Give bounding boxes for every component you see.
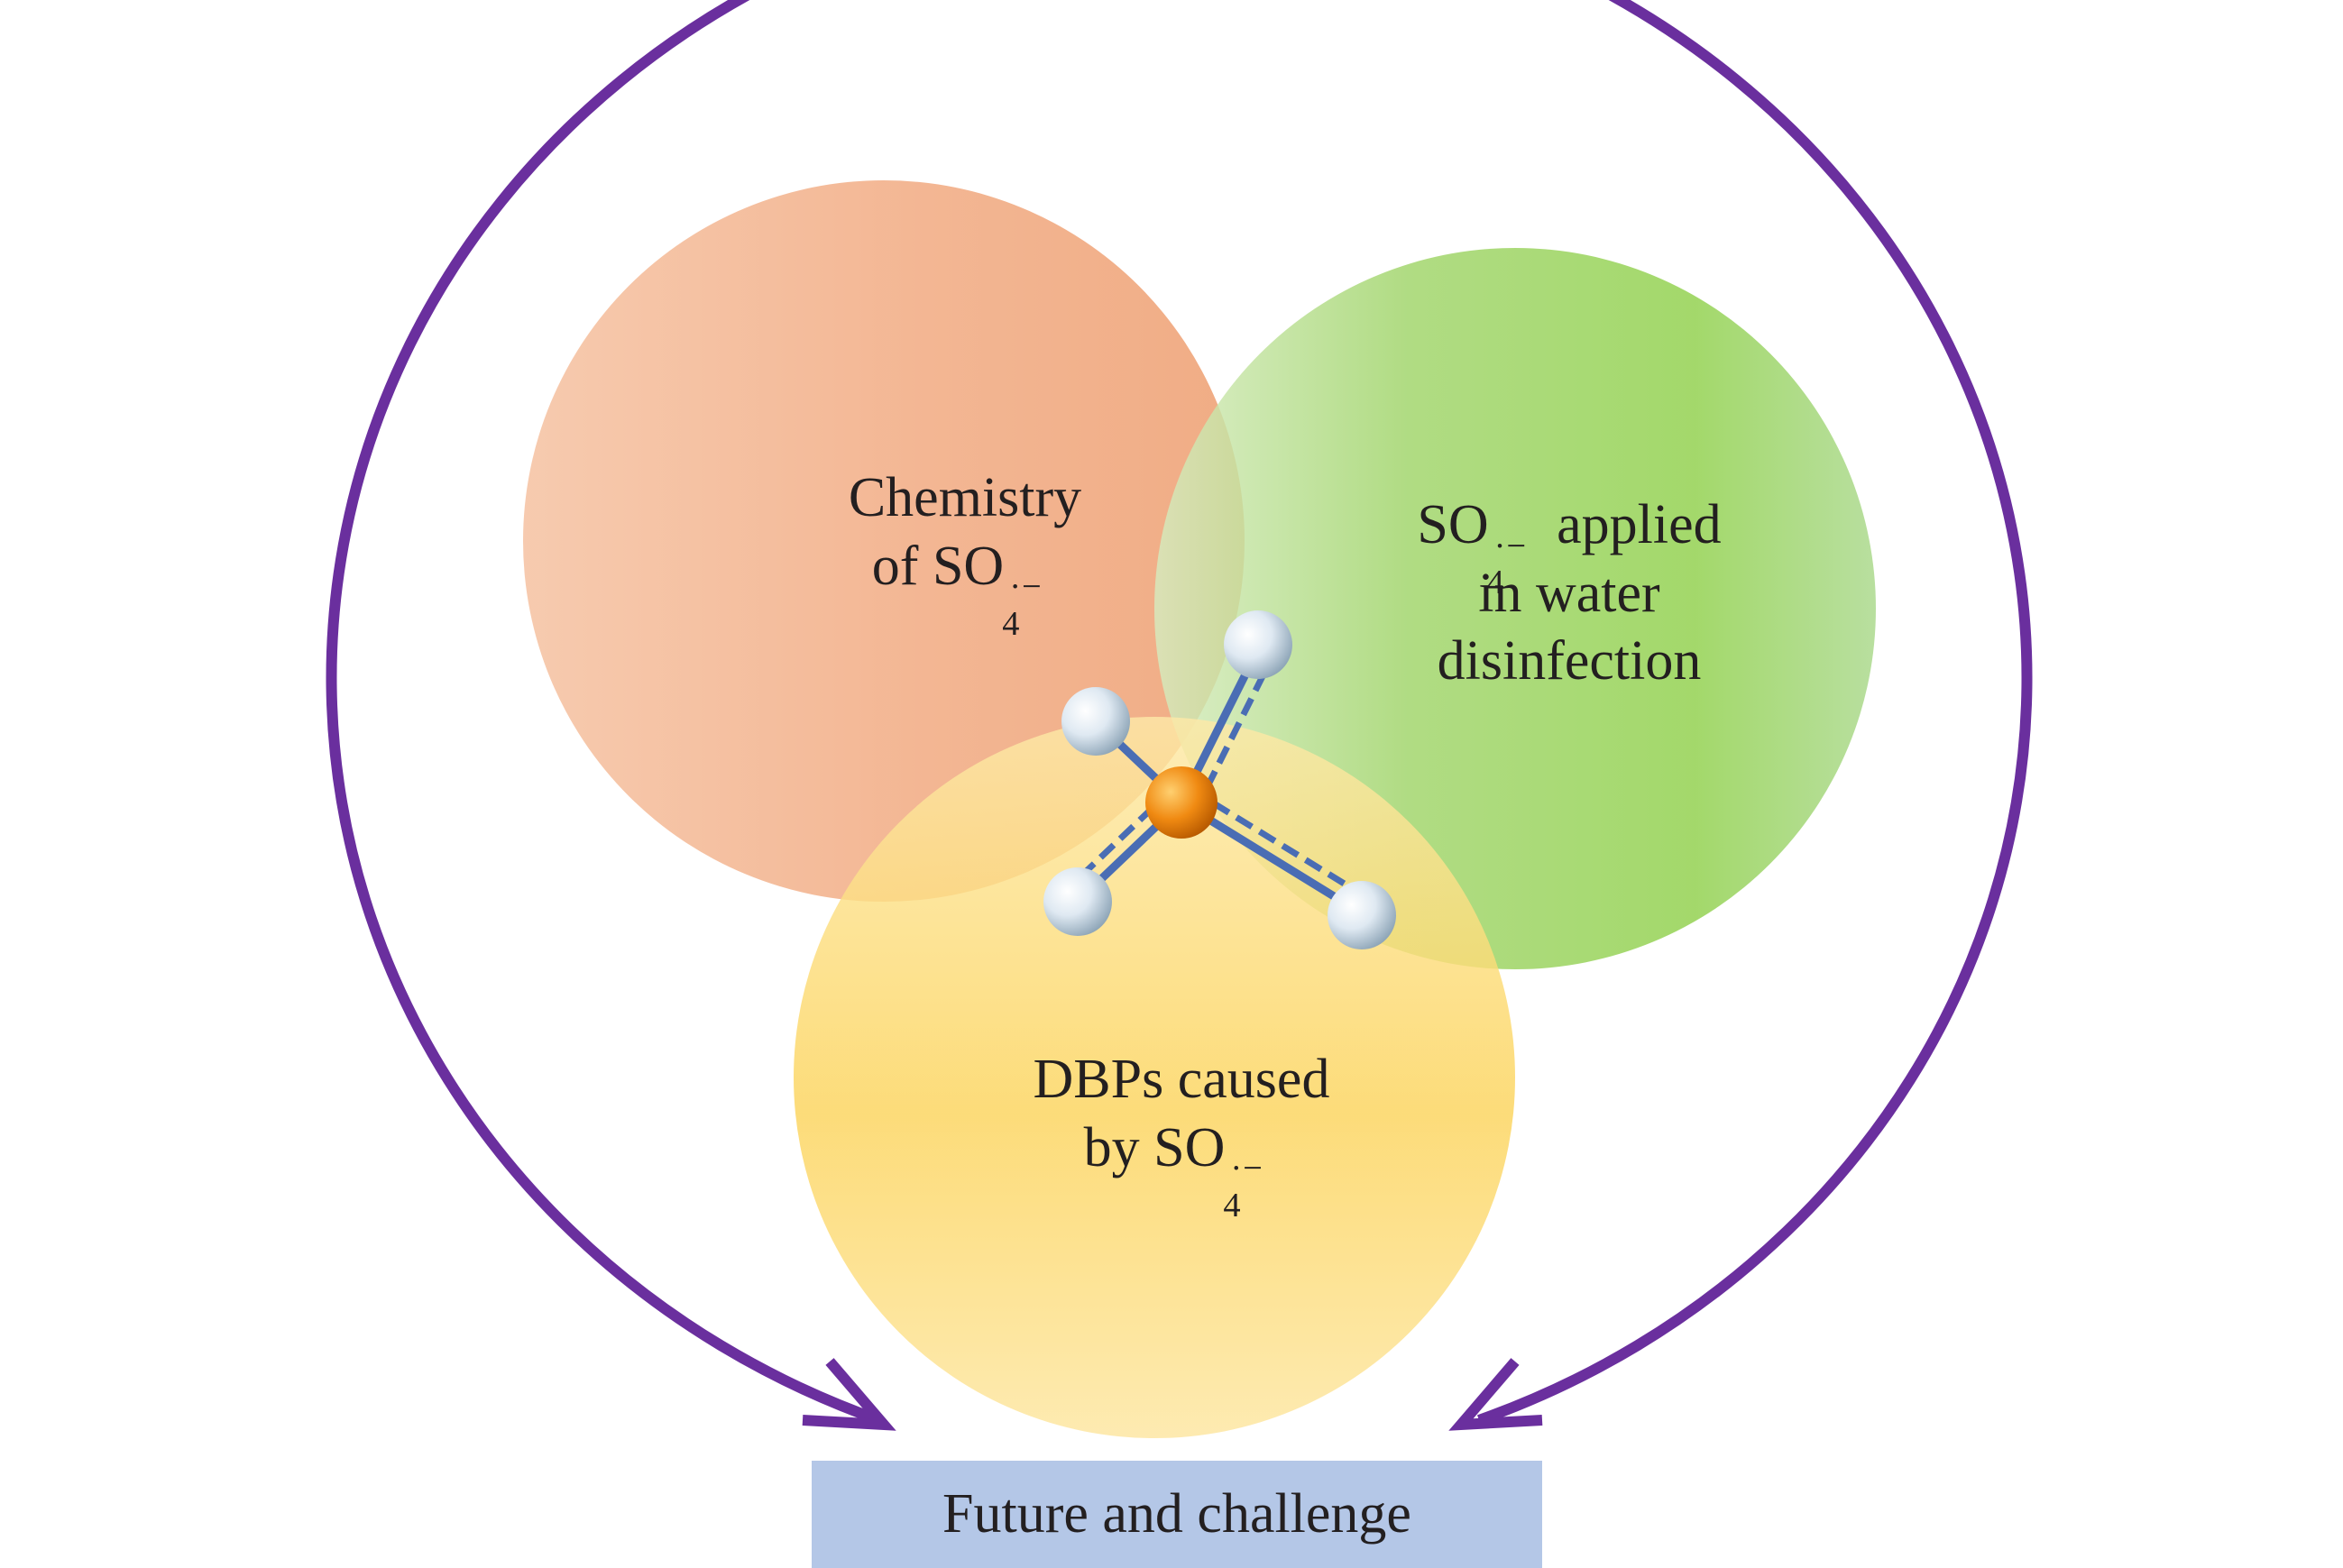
- water-line2: in water: [1478, 562, 1660, 624]
- future-challenge-box: Future and challenge: [812, 1461, 1542, 1568]
- chemistry-so-text: of SO: [871, 535, 1005, 597]
- dbps-so-text: by SO: [1083, 1116, 1226, 1178]
- chemistry-radical-charge: ·−: [1009, 568, 1043, 607]
- dbps-line1: DBPs caused: [1033, 1049, 1330, 1110]
- water-subscript: 4: [1486, 564, 1504, 602]
- water-applied-text: applied: [1542, 494, 1722, 555]
- cycle-arc: [326, 0, 2033, 1426]
- chemistry-label: Chemistry of SO·−4: [712, 464, 1217, 643]
- future-challenge-label: Future and challenge: [942, 1483, 1411, 1545]
- water-line3: disinfection: [1437, 630, 1702, 692]
- dbps-radical-charge: ·−: [1230, 1150, 1263, 1188]
- dbps-line2: by SO·−4: [911, 1114, 1452, 1224]
- water-line1: SO·−4 applied: [1290, 491, 1849, 601]
- water-radical-charge: ·−: [1493, 527, 1528, 565]
- chemistry-line1: Chemistry: [848, 467, 1082, 528]
- dbps-subscript: 4: [1223, 1186, 1241, 1224]
- sulfate-molecule-icon: [1043, 610, 1396, 949]
- water-disinfection-label: SO·−4 applied in water disinfection: [1290, 491, 1849, 696]
- water-so-text: SO: [1417, 494, 1489, 555]
- chemistry-subscript: 4: [1002, 604, 1020, 643]
- chemistry-line2: of SO·−4: [712, 533, 1217, 643]
- right-arrowhead: [1448, 1358, 1543, 1431]
- dbps-label: DBPs caused by SO·−4: [911, 1046, 1452, 1224]
- left-arrowhead: [802, 1358, 896, 1431]
